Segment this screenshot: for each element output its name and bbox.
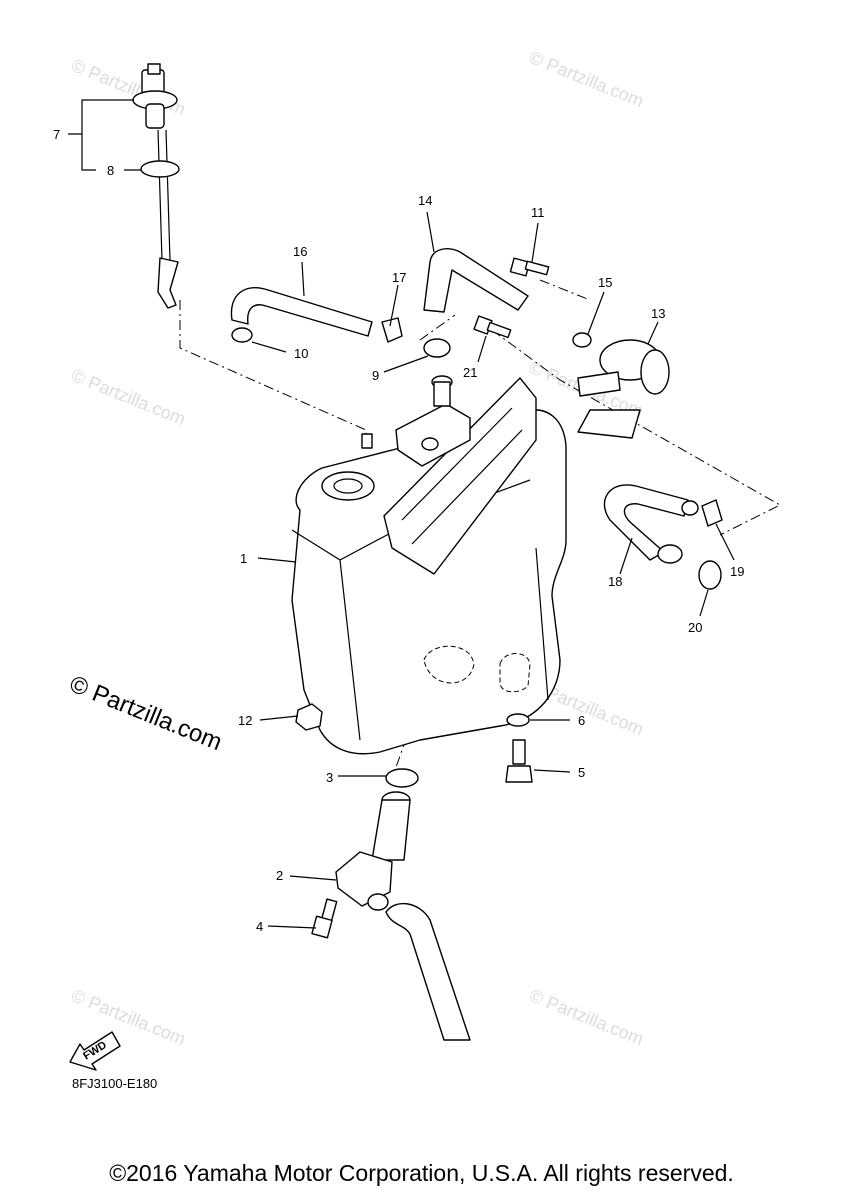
watermark: © Partzilla.com [69,365,189,429]
callout-10: 10 [294,346,308,361]
oil-tank-part-1 [291,375,567,755]
bolt-part-5 [505,739,533,783]
watermark: © Partzilla.com [527,47,647,111]
callout-6: 6 [578,713,585,728]
callout-9: 9 [372,368,379,383]
o-ring-part-3 [385,768,419,788]
hose-end [681,500,699,516]
callout-16: 16 [293,244,307,259]
clamp-part-9 [423,338,451,358]
callout-3: 3 [326,770,333,785]
callout-8: 8 [107,163,114,178]
fwd-arrow-icon: FWD [69,1031,121,1071]
hose-end [657,544,683,564]
watermark: © Partzilla.com [69,55,189,119]
nut-part-12 [295,703,323,731]
callout-19: 19 [730,564,744,579]
callout-4: 4 [256,919,263,934]
assembly-lines [179,279,782,771]
valve-part-13 [577,339,670,439]
outlet-hose [385,902,471,1041]
bolt-part-11 [509,257,550,277]
strainer-part-2 [335,791,411,911]
clamp-part-15 [572,332,592,348]
callouts: 7 8 16 10 17 9 14 11 15 13 21 1 12 6 5 3… [53,127,744,934]
bolt-part-21 [473,315,512,339]
callout-11: 11 [531,205,545,220]
clamp-part-19 [701,499,723,527]
callout-13: 13 [651,306,665,321]
callout-1: 1 [240,551,247,566]
washer-part-6 [506,713,530,727]
callout-17: 17 [392,270,406,285]
hose-part-14 [423,248,529,313]
hose-part-16 [230,286,373,337]
callout-18: 18 [608,574,622,589]
watermark: © Partzilla.com [527,985,647,1049]
bolt-part-4 [311,898,338,939]
level-sensor-part-7 [132,63,179,309]
tie-part-20 [698,560,722,590]
watermark: © Partzilla.com [69,985,189,1049]
callout-5: 5 [578,765,585,780]
callout-15: 15 [598,275,612,290]
diagram-code: 8FJ3100-E180 [72,1076,157,1091]
clip-part-10 [231,327,253,343]
callout-20: 20 [688,620,702,635]
o-ring-part-8 [140,160,180,178]
leader-lines [68,99,735,929]
copyright-notice: ©2016 Yamaha Motor Corporation, U.S.A. A… [109,1160,734,1186]
callout-12: 12 [238,713,252,728]
callout-2: 2 [276,868,283,883]
callout-14: 14 [418,193,432,208]
clamp-part-17 [381,317,403,343]
callout-21: 21 [463,365,477,380]
callout-7: 7 [53,127,60,142]
watermark-large: © Partzilla.com [66,671,226,757]
